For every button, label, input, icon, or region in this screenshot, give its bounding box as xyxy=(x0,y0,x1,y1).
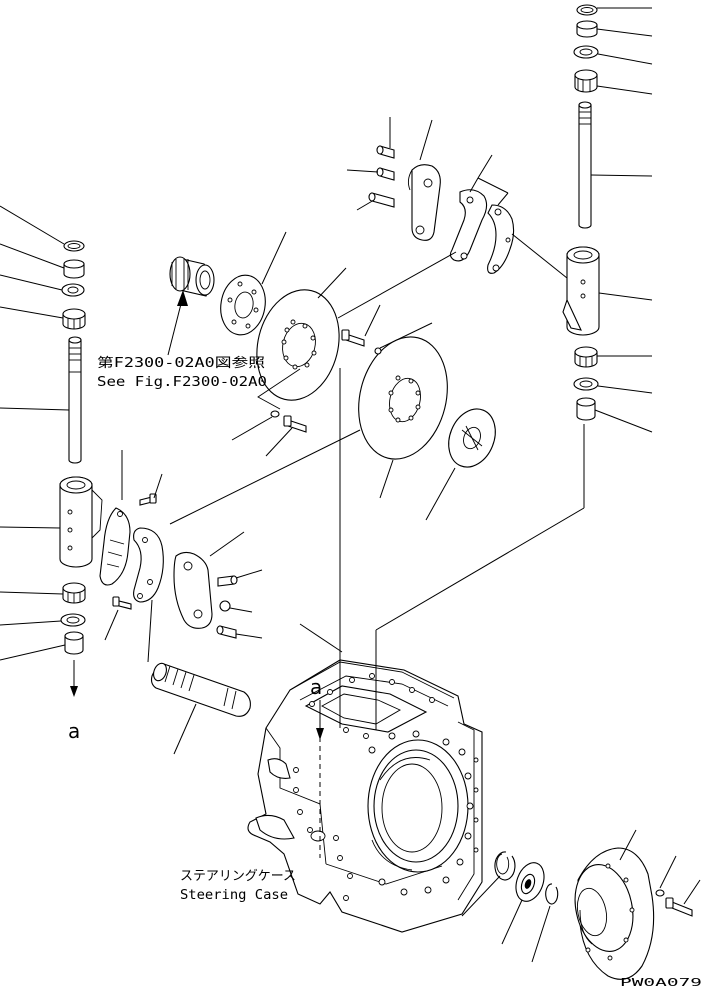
arrow-to-a-left xyxy=(70,660,78,697)
brake-disc-lower xyxy=(169,336,448,525)
right-lever-housing xyxy=(562,246,653,336)
right-bearing-lower xyxy=(574,346,652,368)
right-bearing-top xyxy=(576,20,653,38)
left-washer xyxy=(0,274,85,297)
right-shaft xyxy=(578,101,653,229)
left-bearing-top xyxy=(0,243,85,279)
reference-arrow xyxy=(167,290,188,356)
upper-link xyxy=(407,119,441,241)
brake-disc-upper xyxy=(256,251,457,401)
left-shaft xyxy=(0,336,82,464)
right-washer-top xyxy=(573,45,653,65)
upper-brake-shoe-left xyxy=(449,189,488,262)
lower-bearing xyxy=(501,862,545,945)
left-lever-housing xyxy=(0,476,103,568)
see-fig-label-jp: 第F2300-02A0図参照 xyxy=(97,355,265,371)
hub-gear-reference xyxy=(169,256,215,297)
left-bushing xyxy=(0,631,84,661)
upper-pin-set xyxy=(346,117,395,211)
right-snap-ring xyxy=(576,4,652,16)
left-washer-lower xyxy=(0,613,86,627)
hub-plate xyxy=(425,408,496,521)
left-snap-ring xyxy=(0,205,85,252)
flange xyxy=(220,231,287,336)
left-brake-shoe-b xyxy=(133,527,164,663)
left-link xyxy=(173,531,263,639)
right-bearing-upper xyxy=(574,69,653,95)
left-shoe-bolts xyxy=(104,473,163,641)
left-brake-shoe-a xyxy=(99,450,131,586)
steering-case xyxy=(247,623,483,933)
marker-a-case: a xyxy=(310,675,322,699)
cover-bolt xyxy=(655,855,701,917)
assembly-guides xyxy=(316,368,585,858)
snap-ring-small xyxy=(531,883,559,963)
output-shaft xyxy=(150,662,251,755)
upper-brake-shoe-right xyxy=(487,204,515,274)
marker-a-left: a xyxy=(68,719,80,743)
case-label-jp: ステアリングケース xyxy=(180,869,296,884)
left-bearing-lower xyxy=(0,582,86,604)
case-label-en: Steering Case xyxy=(180,888,288,903)
disc-bolts xyxy=(231,304,433,457)
right-bushing xyxy=(576,397,653,433)
end-cover xyxy=(574,829,655,980)
see-fig-label-en: See Fig.F2300-02A0 xyxy=(97,375,267,390)
upper-shoe-leaders xyxy=(469,154,568,279)
right-washer-lower xyxy=(573,377,653,394)
figure-code: PW0A079 xyxy=(620,976,702,989)
left-bearing-upper xyxy=(0,306,86,330)
snap-ring-lower xyxy=(461,851,516,917)
